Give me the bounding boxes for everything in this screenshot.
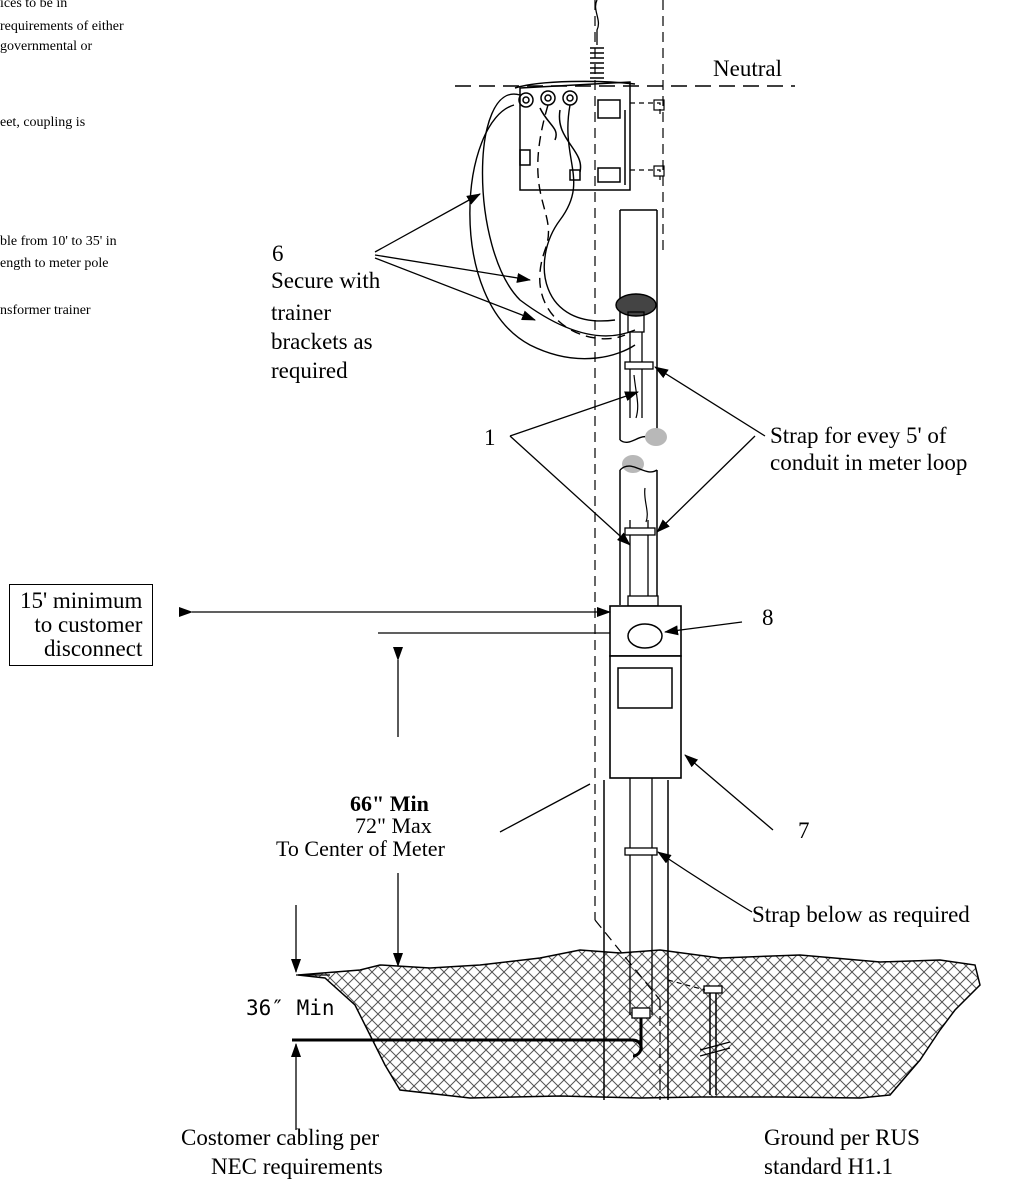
callout-6-line: brackets as <box>271 329 373 354</box>
note-line: governmental or <box>0 39 93 54</box>
height-max: 72" Max <box>355 813 432 838</box>
callout-6-number: 6 <box>272 241 284 266</box>
customer-cabling-line: Costomer cabling per <box>181 1125 380 1150</box>
callout-7-number: 7 <box>798 818 810 843</box>
height-min: 66" Min <box>350 791 429 816</box>
minimum-distance-line: 15' minimum <box>20 588 143 613</box>
minimum-distance-line: disconnect <box>44 636 143 661</box>
strap-every-line: Strap for evey 5' of <box>770 423 947 448</box>
strap-every-line: conduit in meter loop <box>770 450 968 475</box>
ground-spec-line: Ground per RUS <box>764 1125 920 1150</box>
callout-6-line: Secure with <box>271 268 381 293</box>
depth-label: 36″ Min <box>246 996 335 1020</box>
callout-6-line: required <box>271 358 348 383</box>
note-line: nsformer trainer <box>0 303 91 318</box>
note-line: ength to meter pole <box>0 256 109 271</box>
note-line: requirements of either <box>0 19 124 34</box>
minimum-distance-line: to customer <box>34 612 143 637</box>
antenna-coil <box>590 47 604 79</box>
note-line: ble from 10' to 35' in <box>0 234 117 249</box>
strap-below-label: Strap below as required <box>752 902 970 927</box>
ground-soil <box>297 949 981 1099</box>
transformer-trainer <box>514 80 636 191</box>
minimum-distance-box: 15' minimum to customer disconnect <box>9 584 154 666</box>
note-line: eet, coupling is <box>0 115 86 130</box>
neutral-label: Neutral <box>713 56 782 81</box>
callout-1-number: 1 <box>484 425 496 450</box>
callout-8-number: 8 <box>762 605 774 630</box>
note-line: ices to be in <box>0 0 68 11</box>
customer-cabling-line: NEC requirements <box>211 1154 383 1179</box>
weatherhead <box>615 293 657 317</box>
callout-6-line: trainer <box>271 300 332 325</box>
height-center: To Center of Meter <box>276 836 445 861</box>
ground-spec-line: standard H1.1 <box>764 1154 894 1179</box>
